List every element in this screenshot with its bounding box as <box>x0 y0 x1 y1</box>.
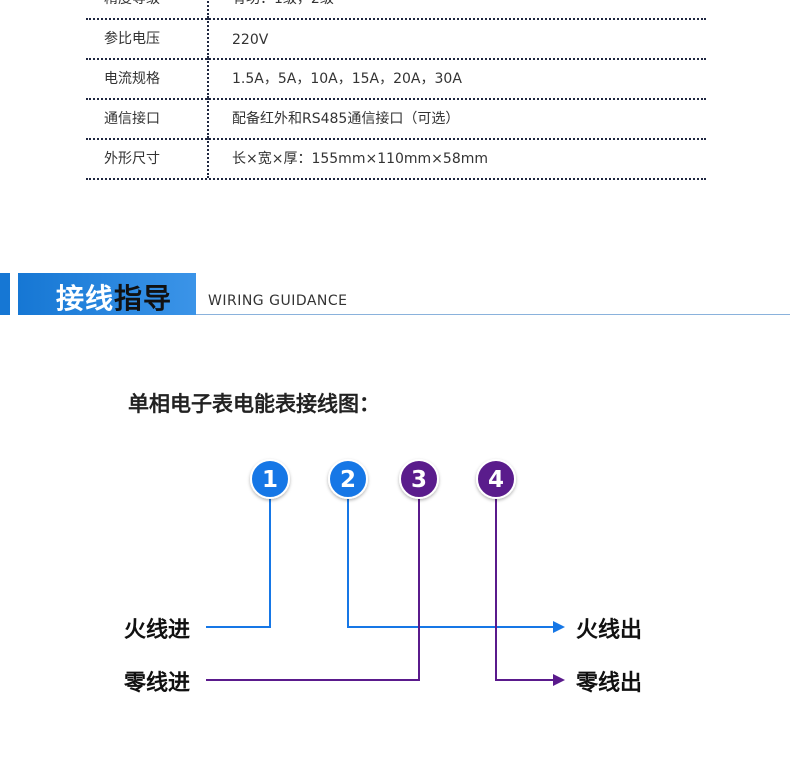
header-title-bar <box>18 273 196 315</box>
header-underline <box>196 314 790 315</box>
terminal-1: 1 <box>250 459 290 499</box>
arrow-neutral-out <box>553 674 565 686</box>
spec-value: 配备红外和RS485通信接口（可选） <box>232 111 460 127</box>
spec-value: 长×宽×厚：155mm×110mm×58mm <box>232 151 489 167</box>
column-divider <box>207 98 209 138</box>
spec-row-dimensions: 外形尺寸 长×宽×厚：155mm×110mm×58mm <box>86 138 706 180</box>
terminal-2: 2 <box>328 459 368 499</box>
spec-value: 1.5A，5A，10A，15A，20A，30A <box>232 71 462 87</box>
terminal-number: 2 <box>340 467 356 493</box>
spec-label: 电流规格 <box>104 71 160 87</box>
section-subtitle: WIRING GUIDANCE <box>208 293 348 309</box>
label-live-in: 火线进 <box>124 618 191 643</box>
spec-row-voltage: 参比电压 220V <box>86 18 706 60</box>
spec-label: 外形尺寸 <box>104 151 160 167</box>
terminal-number: 3 <box>411 467 427 493</box>
header-accent-bar <box>0 273 10 315</box>
section-title: 接线指导 <box>56 277 172 317</box>
spec-label: 参比电压 <box>104 31 160 47</box>
column-divider <box>207 138 209 178</box>
column-divider <box>207 0 209 18</box>
wiring-diagram: 1 2 3 4 <box>206 459 565 686</box>
wire-live-out <box>347 498 553 628</box>
terminal-4: 4 <box>476 459 516 499</box>
section-header: 接线指导 WIRING GUIDANCE <box>0 270 790 318</box>
column-divider <box>207 18 209 58</box>
diagram-title: 单相电子表电能表接线图： <box>128 392 380 416</box>
spec-value: 有功：1级，2级 <box>232 0 334 8</box>
wire-live-in <box>206 498 271 628</box>
spec-row-current: 电流规格 1.5A，5A，10A，15A，20A，30A <box>86 58 706 100</box>
spec-table: 精度等级 有功：1级，2级 参比电压 220V 电流规格 1.5A，5A，10A… <box>86 0 706 180</box>
column-divider <box>207 58 209 98</box>
spec-label: 通信接口 <box>104 111 160 127</box>
section-title-dark: 指导 <box>114 282 173 315</box>
wire-neutral-in <box>206 498 420 681</box>
spec-value: 220V <box>232 32 269 48</box>
terminal-3: 3 <box>399 459 439 499</box>
label-neutral-out: 零线出 <box>576 671 643 696</box>
wire-neutral-out <box>495 498 553 681</box>
section-title-white: 接线 <box>56 282 115 315</box>
arrow-live-out <box>553 621 565 633</box>
spec-label: 精度等级 <box>104 0 160 8</box>
spec-row-interface: 通信接口 配备红外和RS485通信接口（可选） <box>86 98 706 140</box>
label-neutral-in: 零线进 <box>124 671 191 696</box>
terminal-number: 4 <box>488 467 504 493</box>
label-live-out: 火线出 <box>576 618 643 643</box>
terminal-number: 1 <box>262 467 278 493</box>
spec-row-accuracy: 精度等级 有功：1级，2级 <box>86 0 706 20</box>
